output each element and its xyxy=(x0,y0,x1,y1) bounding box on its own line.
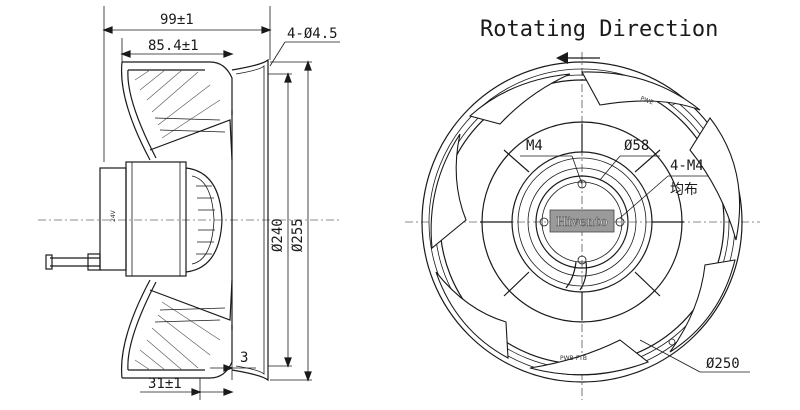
dim-impeller-dia: Ø250 xyxy=(706,356,740,372)
blade-label-top: PWE xyxy=(639,95,654,106)
dim-screw: M4 xyxy=(526,138,543,154)
dim-hub-dia: Ø58 xyxy=(624,138,649,154)
side-view: 24V 99±1 85.4±1 4-Ø4.5 Ø240 Ø255 3 xyxy=(38,6,340,400)
hub-spokes xyxy=(480,124,684,320)
cable-exit xyxy=(565,261,587,291)
impeller-blades xyxy=(430,71,741,376)
hub-ring xyxy=(511,151,653,293)
dim-inner-dia: Ø240 xyxy=(270,218,286,252)
dim-overall-width: 99±1 xyxy=(160,12,194,28)
dim-flange: 3 xyxy=(240,350,248,366)
dim-base: 31±1 xyxy=(148,376,182,392)
dim-mount-note: 均布 xyxy=(670,182,698,198)
arrow-left-icon xyxy=(556,52,600,64)
motor-face xyxy=(535,175,629,269)
brand-badge xyxy=(549,209,615,233)
dim-impeller-width: 85.4±1 xyxy=(148,38,199,54)
outer-ring xyxy=(421,61,743,383)
shroud-top xyxy=(122,61,233,115)
motor-label: 24V xyxy=(110,209,117,222)
back-plate xyxy=(231,58,269,382)
motor-body xyxy=(125,161,187,277)
front-view: Rotating Direction xyxy=(405,17,760,400)
brand-label: Hivento xyxy=(556,215,608,230)
dim-outer-dia: Ø255 xyxy=(290,218,306,252)
dim-holes: 4-Ø4.5 xyxy=(287,26,338,42)
blade-label-bottom: PWB-FTB xyxy=(560,355,587,362)
dim-mount: 4-M4 xyxy=(670,158,704,174)
hub-outer-ring xyxy=(481,121,683,323)
rotating-direction-title: Rotating Direction xyxy=(480,17,718,42)
